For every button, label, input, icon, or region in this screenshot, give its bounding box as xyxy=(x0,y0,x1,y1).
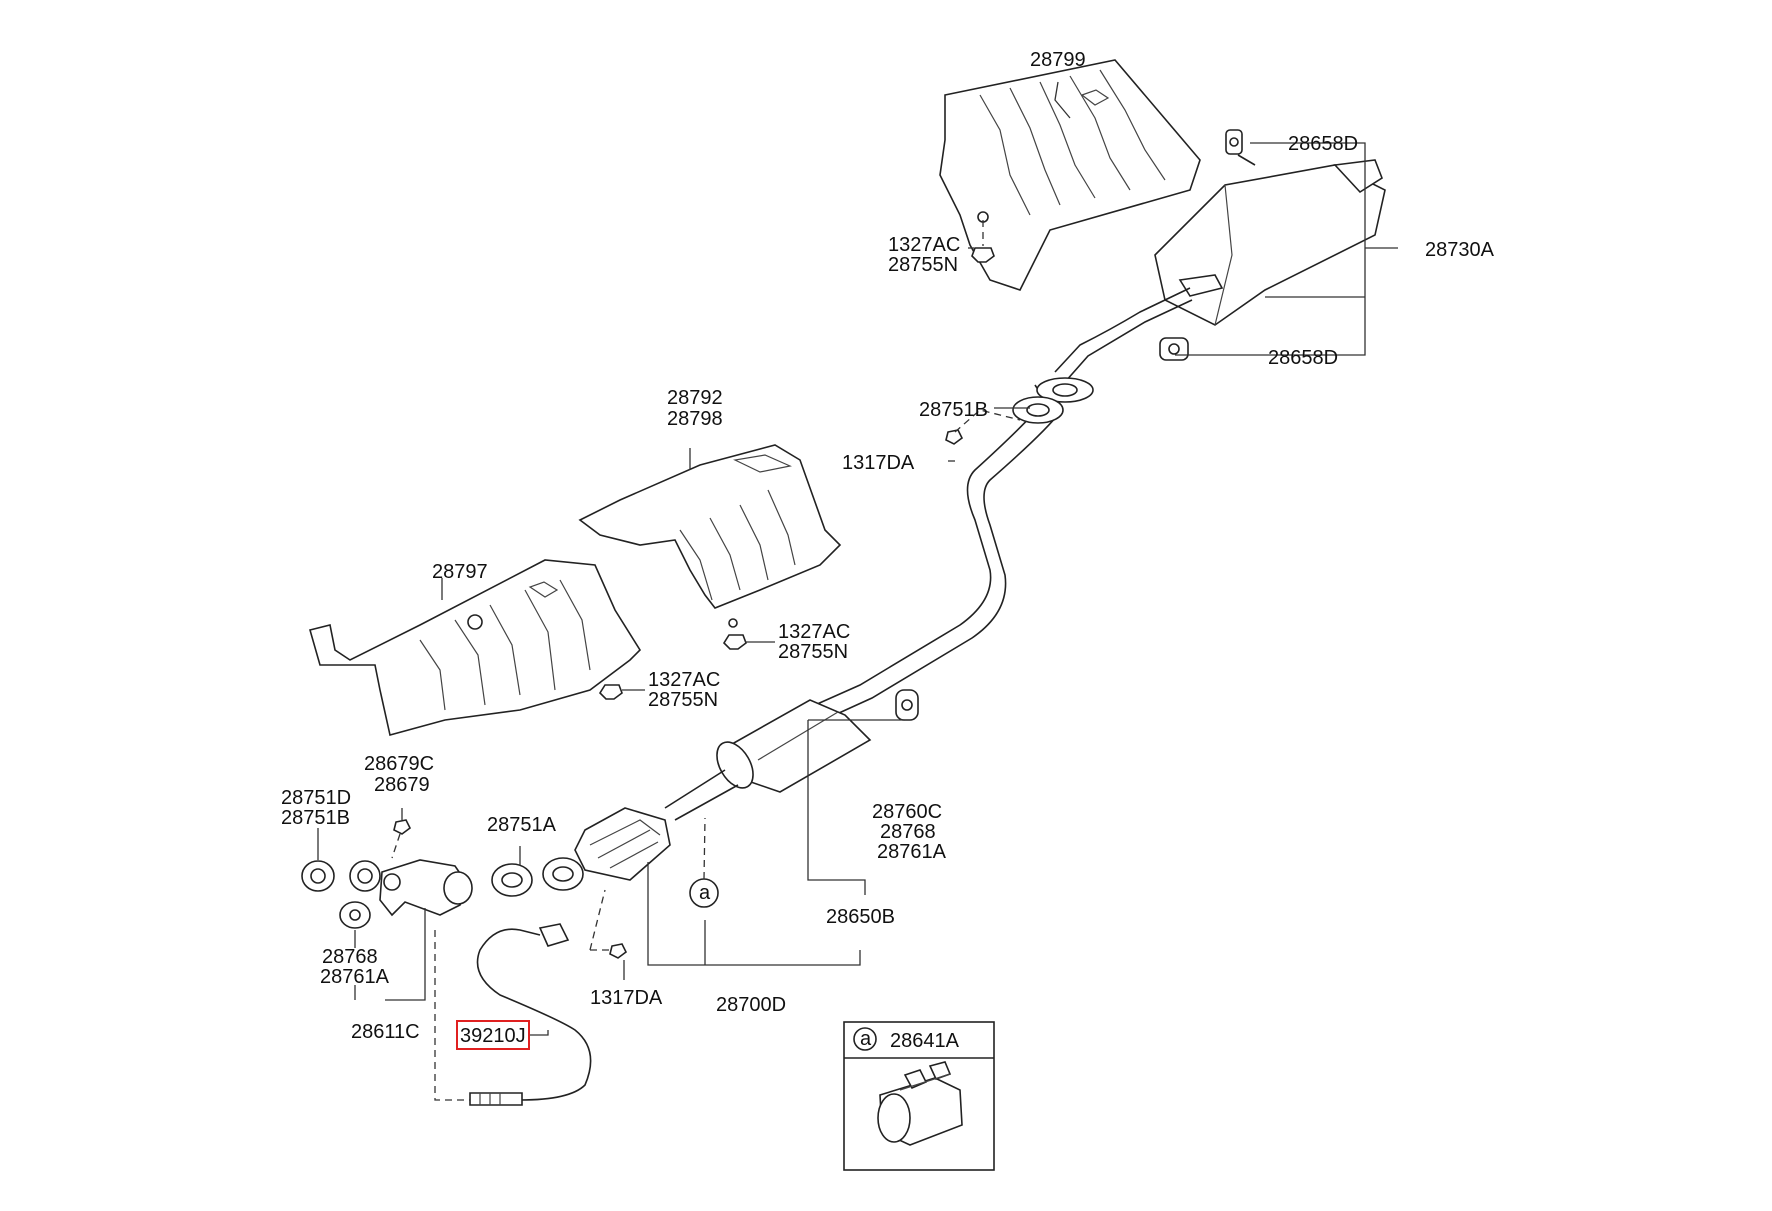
callout-28679c[interactable]: 28679C xyxy=(364,753,434,775)
clamp-inset xyxy=(843,1021,995,1171)
callout-28761a-right[interactable]: 28761A xyxy=(877,841,947,863)
rear-heat-shield[interactable] xyxy=(939,59,1201,291)
callout-28755n-front[interactable]: 28755N xyxy=(648,689,718,711)
hanger-28760c[interactable] xyxy=(895,689,919,721)
highlight-box-39210j xyxy=(456,1020,530,1050)
clamp-28641a[interactable] xyxy=(877,1061,963,1146)
callout-28792[interactable]: 28792 xyxy=(667,387,723,409)
callout-39210j[interactable]: 39210J xyxy=(460,1025,526,1047)
nut-1317da-top[interactable] xyxy=(945,429,964,445)
leader-lines xyxy=(317,81,1398,1036)
inset-marker: a xyxy=(860,1028,872,1050)
callout-28679[interactable]: 28679 xyxy=(374,774,430,796)
callout-28730a[interactable]: 28730A xyxy=(1425,239,1495,261)
callout-28658d-top[interactable]: 28658D xyxy=(1288,133,1358,155)
nut-1327ac-front[interactable] xyxy=(598,684,623,700)
middle-heat-shield[interactable] xyxy=(578,444,842,609)
callout-28755n-top[interactable]: 28755N xyxy=(888,254,958,276)
callout-1317da-bottom[interactable]: 1317DA xyxy=(590,987,663,1009)
callout-28760c[interactable]: 28760C xyxy=(872,801,942,823)
callout-28658d-bottom[interactable]: 28658D xyxy=(1268,347,1338,369)
callout-28751b-left[interactable]: 28751B xyxy=(281,807,350,829)
callout-1317da-top[interactable]: 1317DA xyxy=(842,452,915,474)
callout-28751d[interactable]: 28751D xyxy=(281,787,351,809)
callout-1327ac-front[interactable]: 1327AC xyxy=(648,669,720,691)
callout-28768-right[interactable]: 28768 xyxy=(880,821,936,843)
hanger-28768-left[interactable] xyxy=(339,901,371,929)
inset-part-number[interactable]: 28641A xyxy=(890,1030,960,1052)
nut-1327ac-middle[interactable] xyxy=(722,618,747,650)
rear-muffler[interactable] xyxy=(1054,159,1386,383)
callout-marker-a: a xyxy=(699,882,711,904)
front-heat-shield[interactable] xyxy=(309,559,642,736)
flange-gasket-28751b-top[interactable] xyxy=(1012,377,1094,424)
flange-gasket-28751d[interactable] xyxy=(301,860,381,892)
hanger-28658d-top[interactable] xyxy=(1225,129,1256,166)
callout-28751b-top[interactable]: 28751B xyxy=(919,399,988,421)
callout-28755n-middle[interactable]: 28755N xyxy=(778,641,848,663)
callout-28797[interactable]: 28797 xyxy=(432,561,488,583)
catalytic-converter[interactable] xyxy=(574,769,739,881)
callout-28768-left[interactable]: 28768 xyxy=(322,946,378,968)
nut-1317da-bottom[interactable] xyxy=(609,943,628,959)
callout-28799[interactable]: 28799 xyxy=(1030,49,1086,71)
callout-28700d[interactable]: 28700D xyxy=(716,994,786,1016)
front-pipe[interactable] xyxy=(379,859,473,917)
oxygen-sensor[interactable] xyxy=(469,923,592,1106)
callout-28761a-left[interactable]: 28761A xyxy=(320,966,390,988)
middle-muffler[interactable] xyxy=(710,699,872,794)
callout-28611c[interactable]: 28611C xyxy=(351,1021,420,1043)
callout-1327ac-top[interactable]: 1327AC xyxy=(888,234,960,256)
callout-1327ac-middle[interactable]: 1327AC xyxy=(778,621,850,643)
flange-gasket-28751a[interactable] xyxy=(491,857,584,897)
callout-28751a[interactable]: 28751A xyxy=(487,814,557,836)
center-pipe[interactable] xyxy=(814,384,1061,719)
callout-28650b[interactable]: 28650B xyxy=(826,906,895,928)
hanger-28658d-bottom[interactable] xyxy=(1159,337,1189,361)
callout-28798[interactable]: 28798 xyxy=(667,408,723,430)
nut-28679[interactable] xyxy=(393,819,412,835)
